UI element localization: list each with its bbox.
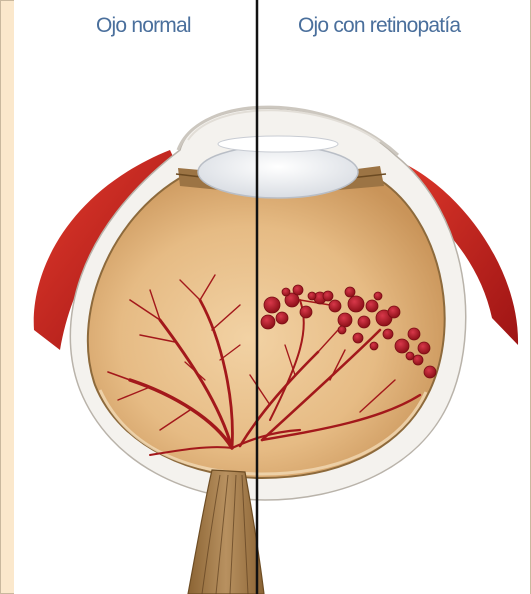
label-normal-eye: Ojo normal [96, 14, 191, 38]
label-retinopathy-eye: Ojo con retinopatía [298, 14, 460, 38]
lens [198, 146, 358, 198]
